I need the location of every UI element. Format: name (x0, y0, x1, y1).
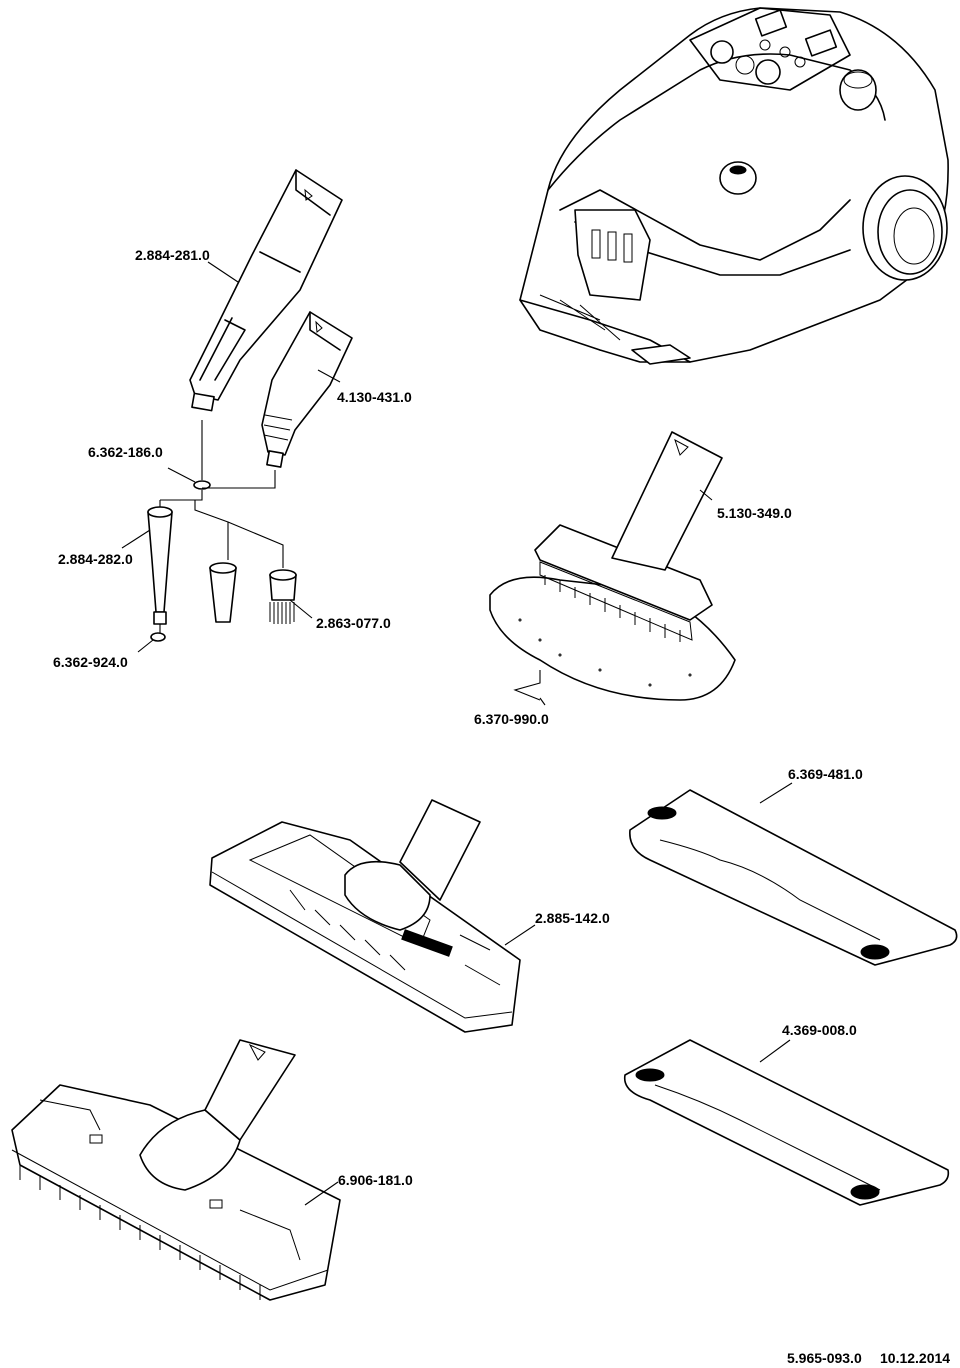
part-o-ring-upper (160, 420, 276, 501)
part-floor-nozzle (209, 799, 521, 1033)
part-floor-cloth-1 (629, 789, 958, 966)
document-date: 10.12.2014 (880, 1350, 951, 1366)
part-round-nozzle-short (194, 500, 237, 623)
part-number-label: 5.130-349.0 (717, 505, 792, 521)
part-round-brush (227, 521, 297, 624)
part-number-label: 4.369-008.0 (782, 1022, 857, 1038)
part-number-label: 2.884-282.0 (58, 551, 133, 567)
part-round-nozzle-long (147, 500, 173, 633)
part-o-ring-lower (150, 632, 166, 642)
leader-lines (121, 261, 793, 1206)
part-detail-nozzle (261, 311, 353, 468)
part-number-label: 6.906-181.0 (338, 1172, 413, 1188)
part-number-label: 6.362-186.0 (88, 444, 163, 460)
part-hand-nozzle (489, 431, 736, 701)
part-number-label: 6.369-481.0 (788, 766, 863, 782)
part-floor-nozzle-brush (11, 1039, 341, 1301)
document-number: 5.965-093.0 (787, 1350, 862, 1366)
part-number-label: 4.130-431.0 (337, 389, 412, 405)
part-number-label: 6.370-990.0 (474, 711, 549, 727)
part-number-label: 2.885-142.0 (535, 910, 610, 926)
part-number-label: 2.863-077.0 (316, 615, 391, 631)
part-number-label: 6.362-924.0 (53, 654, 128, 670)
part-floor-cloth-2 (623, 1039, 950, 1206)
part-extension-nozzle (189, 169, 343, 412)
steam-cleaner-unit (519, 7, 949, 365)
part-number-label: 2.884-281.0 (135, 247, 210, 263)
